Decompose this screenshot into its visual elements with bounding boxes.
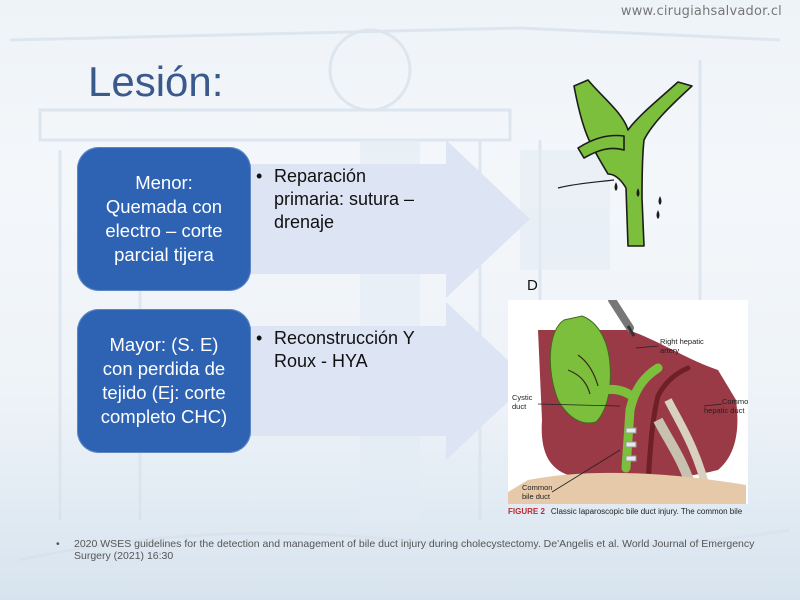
label-common-hepatic-1: Common — [722, 397, 748, 406]
bullet-mayor-line-1: Reconstrucción Y — [274, 328, 415, 348]
box-menor-line-3: electro – corte — [105, 220, 223, 241]
box-menor-line-2: Quemada con — [105, 196, 223, 217]
bullet-list-mayor: Reconstrucción Y Roux - HYA — [256, 327, 456, 373]
bullet-menor-line-1: Reparación — [274, 166, 367, 186]
box-mayor-line-2: con perdida de — [102, 358, 226, 379]
box-mayor-line-1: Mayor: (S. E) — [109, 334, 219, 355]
site-url: www.cirugiahsalvador.cl — [620, 4, 782, 19]
bullet-item-menor: Reparación primaria: sutura – drenaje — [256, 165, 456, 234]
label-cystic-2: duct — [512, 402, 527, 411]
label-common-bile-2: bile duct — [522, 492, 551, 501]
box-menor-line-1: Menor: — [135, 172, 193, 193]
label-common-bile-1: Common — [522, 483, 552, 492]
label-cystic-1: Cystic — [512, 393, 533, 402]
label-right-hepatic-2: artery — [660, 346, 679, 355]
box-lesion-mayor: Mayor: (S. E) con perdida de tejido (Ej:… — [77, 309, 251, 453]
bullet-mayor-line-2: Roux - HYA — [274, 351, 368, 371]
panel-letter: D — [527, 277, 538, 294]
illustration-partial-injury — [528, 78, 738, 256]
label-right-hepatic-1: Right hepatic — [660, 337, 704, 346]
reference-text: 2020 WSES guidelines for the detection a… — [74, 538, 755, 562]
bullet-menor-line-2: primaria: sutura – — [274, 189, 415, 209]
figure-caption-text: Classic laparoscopic bile duct injury. T… — [550, 507, 743, 516]
bullet-menor-line-3: drenaje — [274, 212, 335, 232]
figure-number: FIGURE 2 — [508, 507, 545, 516]
box-menor-line-4: parcial tijera — [114, 244, 214, 265]
box-lesion-menor: Menor: Quemada con electro – corte parci… — [77, 147, 251, 291]
illustration-classic-injury: Right hepatic artery Cystic duct Common … — [508, 296, 752, 504]
bullet-item-mayor: Reconstrucción Y Roux - HYA — [256, 327, 456, 373]
laparoscopic-injury-drawing: Right hepatic artery Cystic duct Common … — [508, 296, 752, 504]
figure-caption: FIGURE 2 Classic laparoscopic bile duct i… — [508, 507, 742, 516]
box-mayor-line-3: tejido (Ej: corte — [102, 382, 226, 403]
label-common-hepatic-2: hepatic duct — [704, 406, 745, 415]
slide-title: Lesión: — [88, 58, 224, 105]
reference-bullet: • — [56, 538, 60, 550]
box-mayor-line-4: completo CHC) — [100, 406, 228, 427]
reference-citation: • 2020 WSES guidelines for the detection… — [56, 538, 756, 562]
bullet-list-menor: Reparación primaria: sutura – drenaje — [256, 165, 456, 234]
bile-duct-drawing — [557, 79, 693, 247]
